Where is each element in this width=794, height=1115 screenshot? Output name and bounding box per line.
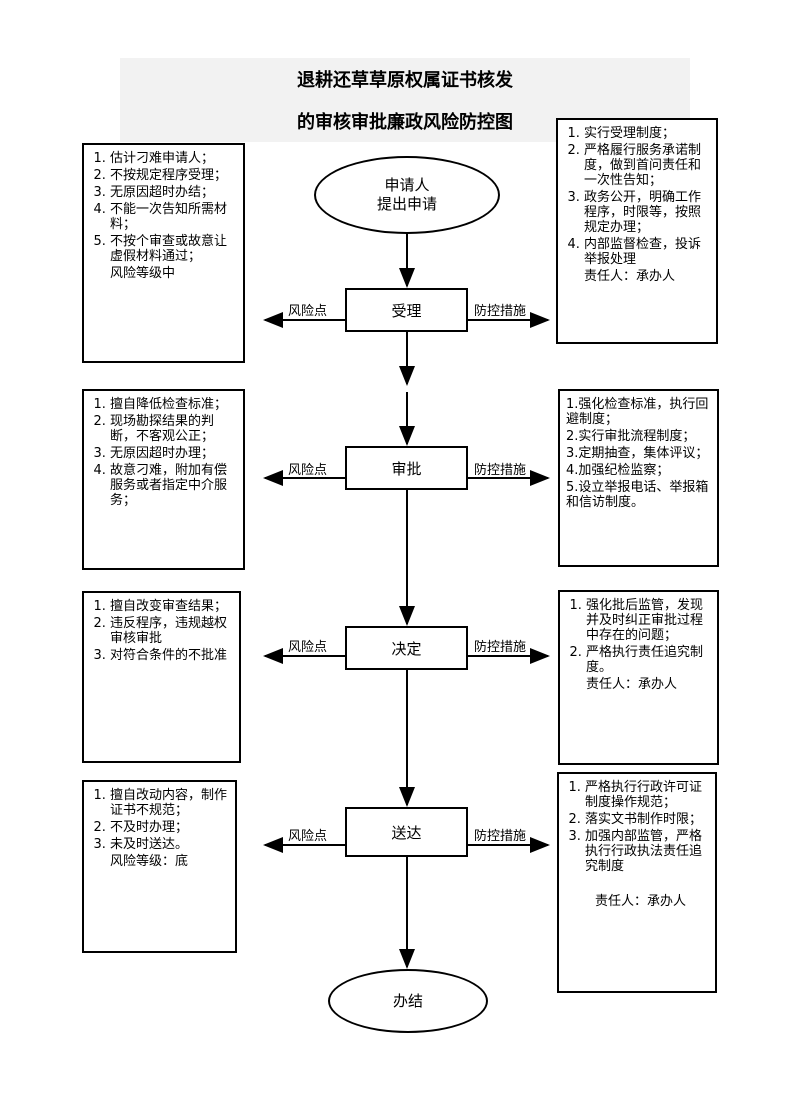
- start-oval: 申请人 提出申请: [314, 156, 500, 234]
- responsible-person: 责任人：承办人: [595, 894, 687, 909]
- risk-label-3: 风险点: [288, 640, 328, 655]
- measure-item: 政务公开，明确工作程序，时限等，按照规定办理；: [584, 190, 710, 235]
- title-line-1: 退耕还草草原权属证书核发: [297, 70, 513, 91]
- measure-box-approve: 1.强化检查标准，执行回避制度； 2.实行审批流程制度； 3.定期抽查，集体评议…: [558, 389, 719, 567]
- measure-box-decide: 强化批后监管，发现并及时纠正审批过程中存在的问题； 严格执行责任追究制度。 责任…: [558, 590, 719, 765]
- step-accept: 受理: [345, 288, 468, 332]
- measure-item: 内部监督检查，投诉举报处理: [584, 237, 710, 267]
- measure-item: 严格履行服务承诺制度，做到首问责任和一次性告知；: [584, 143, 710, 188]
- risk-item: 现场勘探结果的判断，不客观公正；: [110, 414, 237, 444]
- title-line-2: 的审核审批廉政风险防控图: [297, 112, 513, 133]
- step-decide: 决定: [345, 626, 468, 670]
- risk-item: 不按个审查或故意让虚假材料通过；: [110, 234, 237, 264]
- measure-box-accept: 实行受理制度； 严格履行服务承诺制度，做到首问责任和一次性告知； 政务公开，明确…: [556, 118, 718, 344]
- measure-item: 严格执行责任追究制度。: [586, 645, 711, 675]
- measure-item: 1.强化检查标准，执行回避制度；: [566, 397, 709, 427]
- responsible-person: 责任人：承办人: [586, 677, 678, 692]
- end-label: 办结: [392, 991, 423, 1010]
- risk-item: 擅自改动内容，制作证书不规范；: [110, 788, 229, 818]
- risk-level: 风险等级中: [110, 266, 176, 281]
- measure-label-2: 防控措施: [474, 463, 527, 478]
- step-approve: 审批: [345, 446, 468, 490]
- risk-box-decide: 擅自改变审查结果； 违反程序，违规越权审核审批 对符合条件的不批准: [82, 591, 241, 763]
- responsible-person: 责任人：承办人: [584, 269, 676, 284]
- measure-item: 3.定期抽查，集体评议；: [566, 446, 709, 461]
- measure-item: 实行受理制度；: [584, 126, 710, 141]
- measure-item: 2.实行审批流程制度；: [566, 429, 696, 444]
- risk-item: 不按规定程序受理；: [110, 168, 237, 183]
- risk-box-accept: 估计刁难申请人； 不按规定程序受理； 无原因超时办结； 不能一次告知所需材料； …: [82, 143, 245, 363]
- measure-item: 4.加强纪检监察；: [566, 463, 670, 478]
- risk-item: 擅自改变审查结果；: [110, 599, 233, 614]
- risk-item: 不及时办理；: [110, 820, 229, 835]
- risk-box-approve: 擅自降低检查标准； 现场勘探结果的判断，不客观公正； 无原因超时办理； 故意刁难…: [82, 389, 245, 570]
- measure-item: 强化批后监管，发现并及时纠正审批过程中存在的问题；: [586, 598, 711, 643]
- measure-label-3: 防控措施: [474, 640, 527, 655]
- risk-level: 风险等级：底: [110, 854, 189, 869]
- risk-item: 违反程序，违规越权审核审批: [110, 616, 233, 646]
- measure-item: 严格执行行政许可证制度操作规范；: [585, 780, 709, 810]
- risk-label-4: 风险点: [288, 829, 328, 844]
- start-line-1: 申请人: [384, 176, 430, 194]
- measure-item: 加强内部监管，严格执行行政执法责任追究制度: [585, 829, 709, 874]
- end-oval: 办结: [328, 969, 488, 1033]
- step-deliver: 送达: [345, 807, 468, 857]
- risk-item: 未及时送达。: [110, 837, 229, 852]
- measure-item: 落实文书制作时限；: [585, 812, 709, 827]
- risk-item: 擅自降低检查标准；: [110, 397, 237, 412]
- risk-item: 无原因超时办理；: [110, 446, 237, 461]
- measure-label-1: 防控措施: [474, 304, 527, 319]
- risk-label-2: 风险点: [288, 463, 328, 478]
- risk-item: 估计刁难申请人；: [110, 151, 237, 166]
- measure-box-deliver: 严格执行行政许可证制度操作规范； 落实文书制作时限； 加强内部监管，严格执行行政…: [557, 772, 717, 993]
- risk-item: 故意刁难，附加有偿服务或者指定中介服务；: [110, 463, 237, 508]
- risk-label-1: 风险点: [288, 304, 328, 319]
- measure-label-4: 防控措施: [474, 829, 527, 844]
- measure-item: 5.设立举报电话、举报箱和信访制度。: [566, 480, 709, 510]
- risk-box-deliver: 擅自改动内容，制作证书不规范； 不及时办理； 未及时送达。 风险等级：底: [82, 780, 237, 953]
- risk-item: 不能一次告知所需材料；: [110, 202, 237, 232]
- start-line-2: 提出申请: [376, 195, 437, 213]
- risk-item: 无原因超时办结；: [110, 185, 237, 200]
- risk-item: 对符合条件的不批准: [110, 648, 233, 663]
